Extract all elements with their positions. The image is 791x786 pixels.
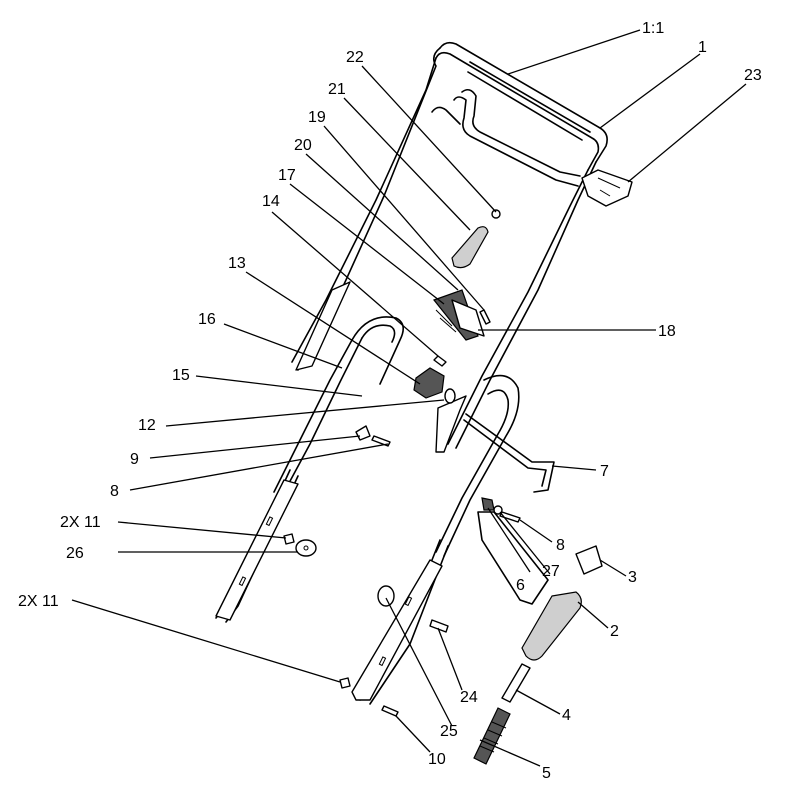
callout-13: 13 xyxy=(228,255,246,272)
callout-10: 10 xyxy=(428,751,446,768)
washer-12 xyxy=(444,388,456,404)
boot-3 xyxy=(575,545,603,575)
nut-6 xyxy=(481,497,495,511)
leader-lines xyxy=(71,29,747,767)
callout-22: 22 xyxy=(346,49,364,66)
callout-20: 20 xyxy=(294,137,312,154)
rod-7b xyxy=(463,419,547,487)
callout-18: 18 xyxy=(658,323,676,340)
bolt-10 xyxy=(381,705,399,717)
callout-8a: 8 xyxy=(110,483,119,500)
callout-7: 7 xyxy=(600,463,609,480)
callout-5: 5 xyxy=(542,765,551,782)
bail-bar xyxy=(431,88,581,187)
callout-labels: 1:1 1 23 22 21 19 20 17 14 13 18 16 15 1… xyxy=(18,20,762,782)
callout-27: 27 xyxy=(542,563,560,580)
callout-3: 3 xyxy=(628,569,637,586)
callout-26: 26 xyxy=(66,545,84,562)
plate-18 xyxy=(451,299,485,337)
grip-spring-5 xyxy=(473,707,511,765)
callout-2: 2 xyxy=(610,623,619,640)
bolt-8a xyxy=(371,435,391,447)
bolt-8b xyxy=(499,511,521,523)
callout-9: 9 xyxy=(130,451,139,468)
middle-handle xyxy=(273,316,520,557)
callout-25: 25 xyxy=(440,723,458,740)
spring-17 xyxy=(435,309,457,333)
nut-11a xyxy=(283,533,295,545)
callout-24: 24 xyxy=(460,689,478,706)
adjuster-4 xyxy=(501,663,531,703)
callout-19: 19 xyxy=(308,109,326,126)
bolt-9 xyxy=(355,425,371,441)
bolt-19 xyxy=(479,309,491,325)
callout-12: 12 xyxy=(138,417,156,434)
lower-handle-left xyxy=(215,469,299,623)
callout-23: 23 xyxy=(744,67,762,84)
grip-spring-5-coils xyxy=(479,721,507,753)
washer-26-hole xyxy=(303,545,309,551)
grip-21 xyxy=(451,226,489,269)
callout-6: 6 xyxy=(516,577,525,594)
knob-13 xyxy=(413,367,445,399)
bolt-24 xyxy=(429,619,449,633)
callout-1: 1 xyxy=(698,39,707,56)
callout-17: 17 xyxy=(278,167,296,184)
callout-4: 4 xyxy=(562,707,571,724)
callout-21: 21 xyxy=(328,81,346,98)
parts-artwork xyxy=(215,41,633,765)
callout-15: 15 xyxy=(172,367,190,384)
cylinder-2 xyxy=(521,591,582,661)
rod-7 xyxy=(465,413,555,493)
callout-8b: 8 xyxy=(556,537,565,554)
callout-1to1: 1:1 xyxy=(642,20,664,37)
washer-26 xyxy=(295,539,317,557)
bracket-23 xyxy=(581,169,633,207)
spacer-25 xyxy=(377,585,395,607)
nut-11b xyxy=(339,677,351,689)
callout-14: 14 xyxy=(262,193,280,210)
bolt-14 xyxy=(433,355,447,367)
upper-handle xyxy=(291,41,608,449)
nut-22 xyxy=(491,209,501,219)
callout-16: 16 xyxy=(198,311,216,328)
callout-2x11a: 2X 11 xyxy=(60,514,101,531)
callout-2x11b: 2X 11 xyxy=(18,593,59,610)
